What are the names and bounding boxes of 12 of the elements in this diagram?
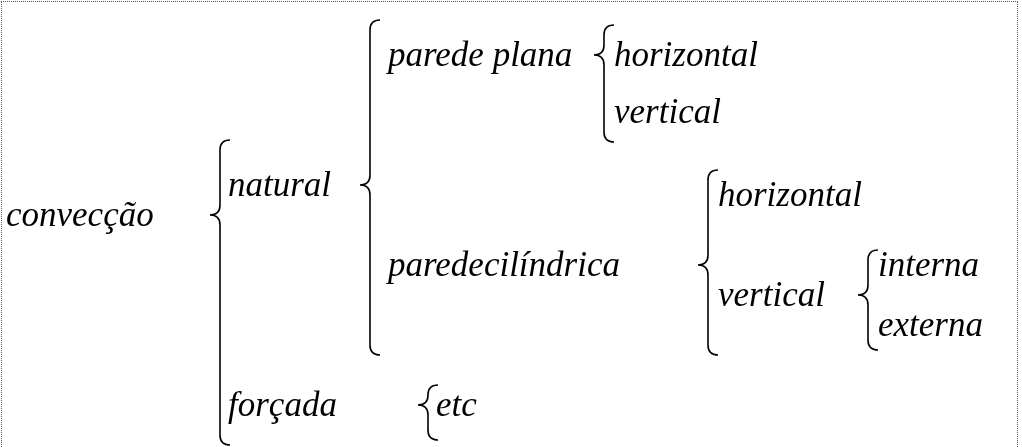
category-label: vertical	[718, 275, 825, 315]
category-label: horizontal	[614, 35, 758, 75]
category-label: forçada	[228, 385, 337, 425]
category-label: paredecilíndrica	[388, 245, 620, 285]
category-label: parede plana	[388, 35, 573, 75]
category-label: interna	[878, 245, 980, 285]
category-label: horizontal	[718, 175, 862, 215]
category-label: etc	[436, 385, 477, 425]
category-label: natural	[228, 165, 332, 205]
category-label: externa	[878, 305, 983, 345]
category-label: vertical	[614, 92, 721, 132]
category-label: convecção	[6, 195, 154, 235]
